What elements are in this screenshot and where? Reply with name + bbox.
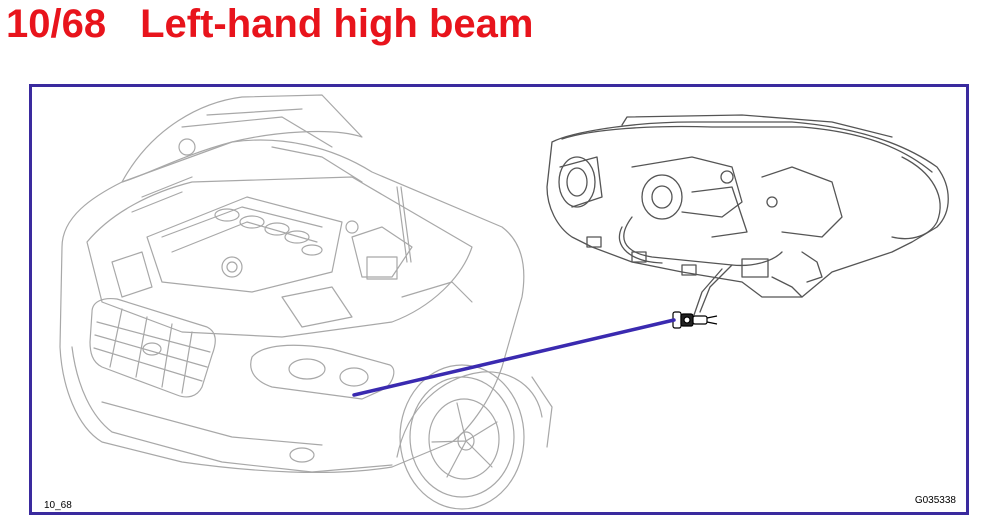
low-beam-socket: [558, 156, 596, 208]
figure-code-right: G035338: [914, 495, 956, 506]
hood-strut: [396, 186, 408, 263]
figure-code-left: 10_68: [44, 500, 72, 511]
section-number: 10/68: [6, 2, 107, 46]
pointer-line: [352, 318, 676, 397]
engine-bay: [86, 176, 473, 338]
wiring-harness: [623, 216, 783, 267]
hood-inner: [181, 108, 333, 148]
car-illustration: [59, 94, 553, 510]
engine-vent: [214, 208, 240, 222]
engine-cover: [146, 196, 343, 293]
car-wheel: [399, 364, 525, 510]
high-beam-socket: [641, 174, 683, 220]
headlamp-housing: [546, 121, 949, 298]
headlamp-assembly-illustration: [546, 114, 949, 316]
brand-badge: [142, 342, 162, 356]
car-bumper: [71, 346, 393, 473]
car-headlight: [250, 344, 395, 400]
page-title: 10/68 Left-hand high beam: [6, 0, 533, 50]
car-hood: [121, 94, 363, 183]
high-beam-bulb: [672, 311, 718, 329]
diagram-frame: 10_68 G035338: [29, 84, 969, 515]
connector-block: [741, 258, 769, 278]
title-text: Left-hand high beam: [140, 2, 534, 46]
bulb-lead: [693, 264, 733, 316]
wheel-rim: [428, 398, 500, 480]
wheel-arch: [396, 371, 543, 458]
car-body-outline: [59, 139, 525, 474]
diagram-illustration: [59, 94, 949, 510]
fog-light: [289, 447, 315, 463]
car-grille: [89, 297, 216, 398]
